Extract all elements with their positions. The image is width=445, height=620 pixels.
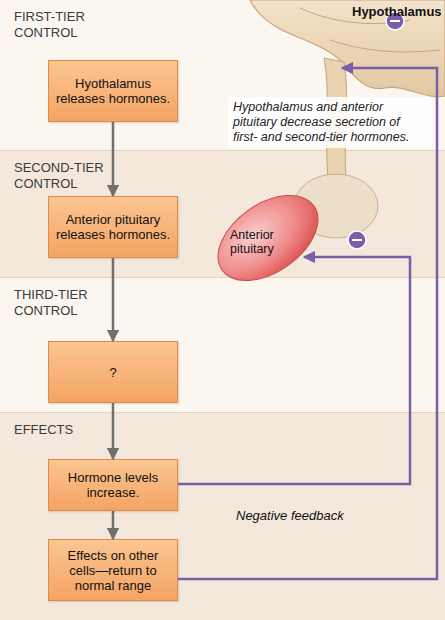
tier-heading: THIRD-TIER CONTROL (14, 287, 124, 319)
tier-band: EFFECTS Hormone levels increase. Effects o… (0, 412, 445, 620)
process-box: Hyothalamus releases hormones. (48, 60, 178, 122)
tier-band: THIRD-TIER CONTROL? (0, 277, 445, 412)
box-text: ? (109, 365, 116, 380)
part-name: Anterior pituitary (230, 228, 302, 256)
annotation-text: Negative feedback (236, 508, 386, 523)
tier-heading: EFFECTS (14, 422, 124, 438)
note-text: Hypothalamus and anterior pituitary decr… (233, 100, 427, 145)
brain-fold (330, 40, 440, 52)
note-box: Hypothalamus and anterior pituitary decr… (228, 97, 432, 148)
process-box: Hormone levels increase. (48, 459, 178, 511)
process-box: ? (48, 341, 178, 403)
tier-heading: SECOND-TIER CONTROL (14, 160, 124, 192)
part-name: Hypothalamus (352, 4, 444, 19)
process-box: Anterior pituitary releases hormones. (48, 196, 178, 258)
box-text: Hyothalamus releases hormones. (55, 76, 171, 106)
inhibition-symbol (348, 231, 366, 249)
box-text: Anterior pituitary releases hormones. (55, 212, 171, 242)
tier-heading: FIRST-TIER CONTROL (14, 9, 124, 41)
process-box: Effects on other cells—return to normal … (48, 539, 178, 601)
box-text: Hormone levels increase. (55, 470, 171, 500)
box-text: Effects on other cells—return to normal … (55, 548, 171, 593)
